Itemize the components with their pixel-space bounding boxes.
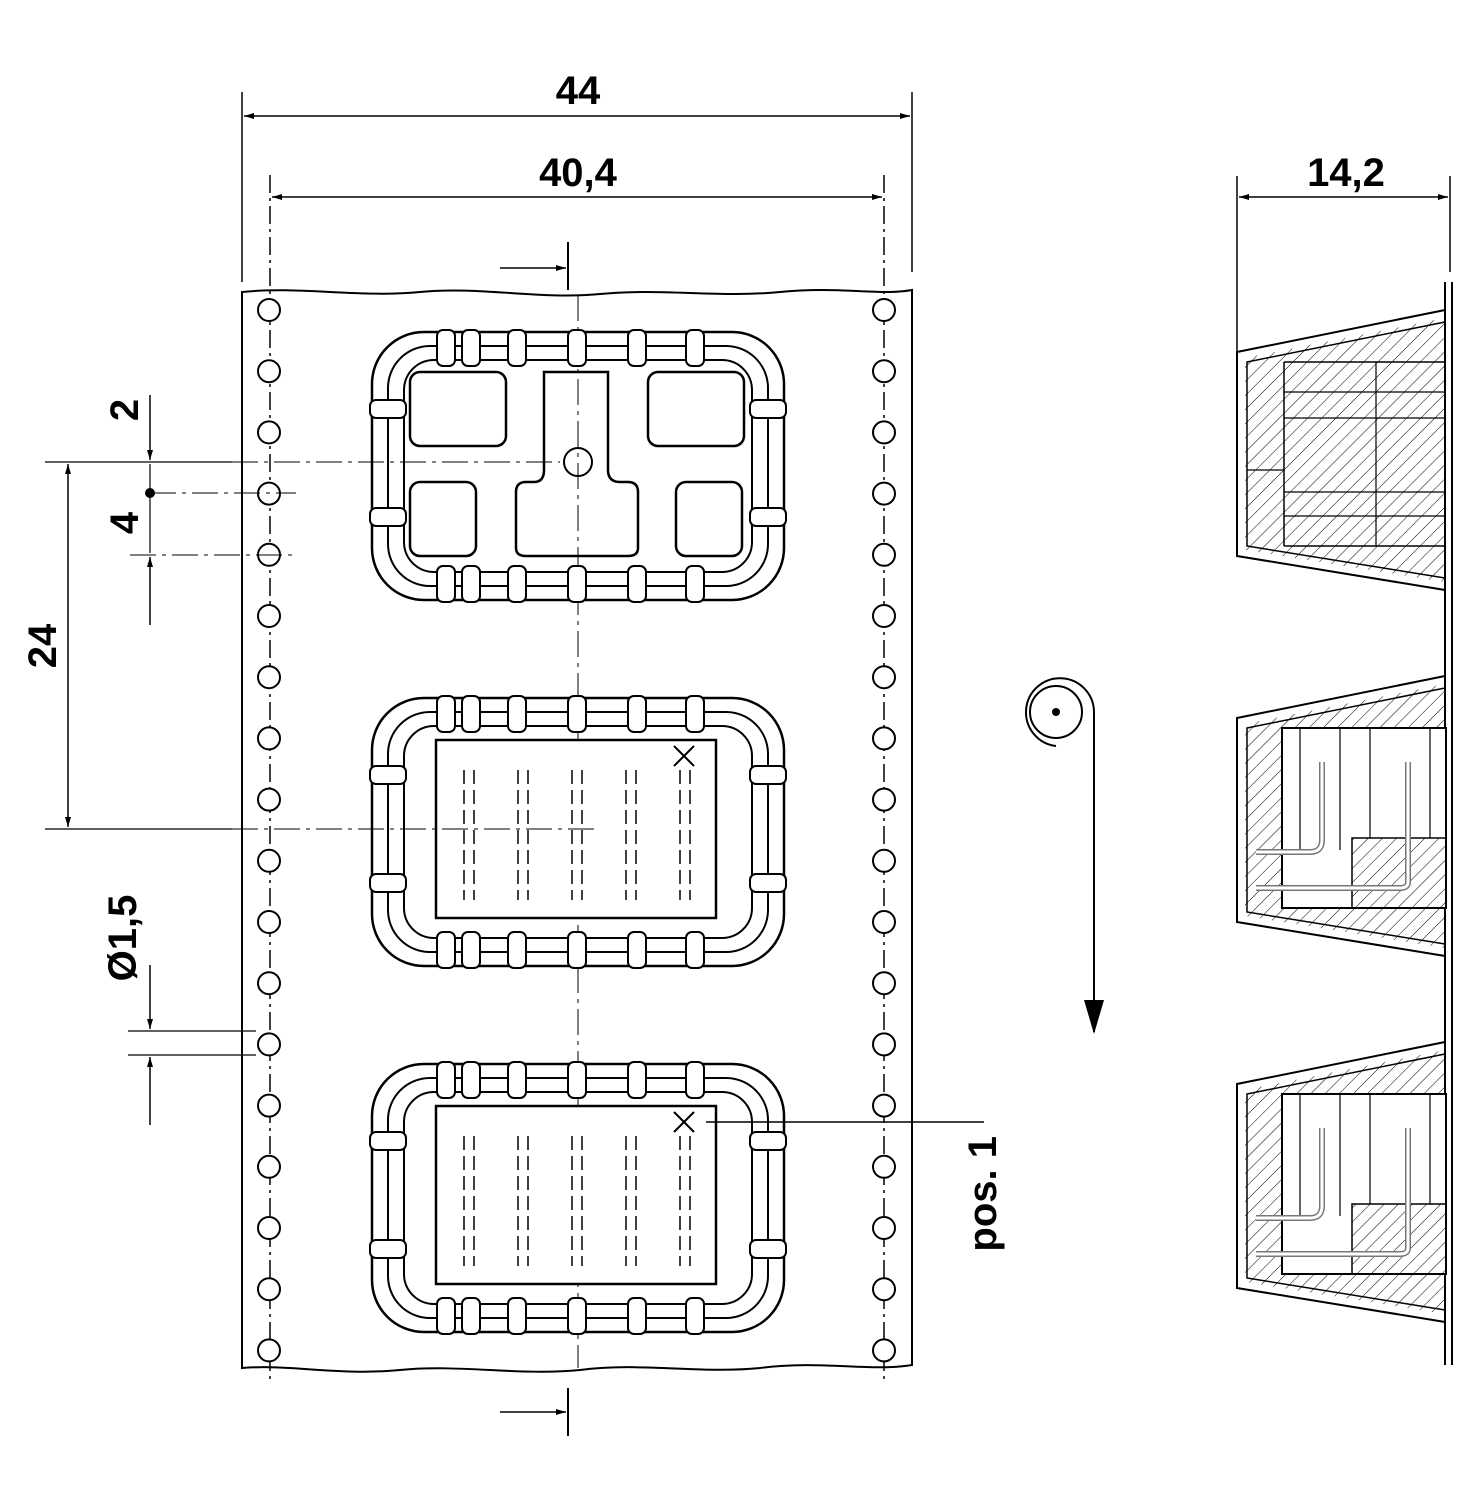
sprocket-hole: [257, 1216, 281, 1240]
sprocket-hole: [257, 359, 281, 384]
dimension-44-label: 44: [556, 69, 601, 113]
side-view-tape: [1236, 282, 1453, 1365]
dimension-2-label: 2: [103, 399, 147, 421]
sprocket-hole: [257, 848, 281, 873]
reference-lines: [45, 461, 600, 830]
dimension-hole-diameter-label: Ø1,5: [101, 895, 145, 982]
sprocket-hole: [872, 1032, 896, 1057]
dimension-44: 44: [241, 69, 913, 282]
sprocket-hole: [872, 481, 896, 506]
sprocket-hole: [257, 665, 281, 690]
dimension-14-2: 14,2: [1236, 151, 1451, 352]
sprocket-hole: [872, 787, 896, 812]
sprocket-holes-left: [257, 298, 281, 1363]
dimension-24-label: 24: [21, 623, 65, 668]
sprocket-hole: [257, 910, 281, 934]
sprocket-hole: [257, 604, 281, 628]
sprocket-holes-right: [872, 298, 896, 1363]
sprocket-hole: [872, 910, 896, 934]
sprocket-hole: [257, 971, 281, 996]
sprocket-hole: [257, 1154, 281, 1179]
sprocket-hole: [872, 848, 896, 873]
sprocket-hole: [872, 1216, 896, 1240]
side-pocket-2: [1236, 675, 1447, 957]
centerline-markers: [500, 242, 569, 1436]
dimension-14-2-label: 14,2: [1307, 151, 1385, 195]
sprocket-hole: [257, 420, 281, 445]
side-pocket-3: [1236, 1041, 1447, 1323]
dimension-24: 24: [21, 464, 71, 827]
sprocket-hole: [257, 726, 281, 751]
pos1-callout: pos. 1: [706, 1121, 1005, 1252]
reel-arrow-icon: [1025, 677, 1104, 1034]
sprocket-hole: [257, 298, 281, 322]
sprocket-hole: [257, 1093, 281, 1118]
sprocket-hole: [872, 542, 896, 567]
sprocket-hole: [872, 665, 896, 690]
dimension-hole-diameter: Ø1,5: [101, 895, 256, 1125]
sprocket-hole: [872, 971, 896, 996]
pocket-with-component-pos1: [369, 1061, 787, 1335]
dimension-4: 4: [103, 464, 155, 625]
sprocket-hole: [872, 726, 896, 751]
sprocket-hole: [872, 359, 896, 384]
sprocket-hole: [257, 481, 281, 506]
pocket-empty: [369, 329, 787, 603]
sprocket-hole: [257, 787, 281, 812]
sprocket-hole: [257, 1338, 281, 1363]
sprocket-hole: [872, 1338, 896, 1363]
sprocket-hole: [872, 1277, 896, 1302]
sprocket-hole: [257, 1277, 281, 1302]
dimension-40-4-label: 40,4: [539, 151, 618, 195]
sprocket-hole: [872, 604, 896, 628]
side-pocket-1: [1236, 309, 1446, 591]
pos1-label: pos. 1: [961, 1136, 1005, 1252]
sprocket-hole: [872, 420, 896, 445]
sprocket-hole: [872, 298, 896, 322]
sprocket-hole: [257, 1032, 281, 1057]
dimension-2: 2: [103, 395, 153, 460]
dimension-4-label: 4: [103, 511, 147, 534]
sprocket-hole: [872, 1154, 896, 1179]
sprocket-hole: [872, 1093, 896, 1118]
